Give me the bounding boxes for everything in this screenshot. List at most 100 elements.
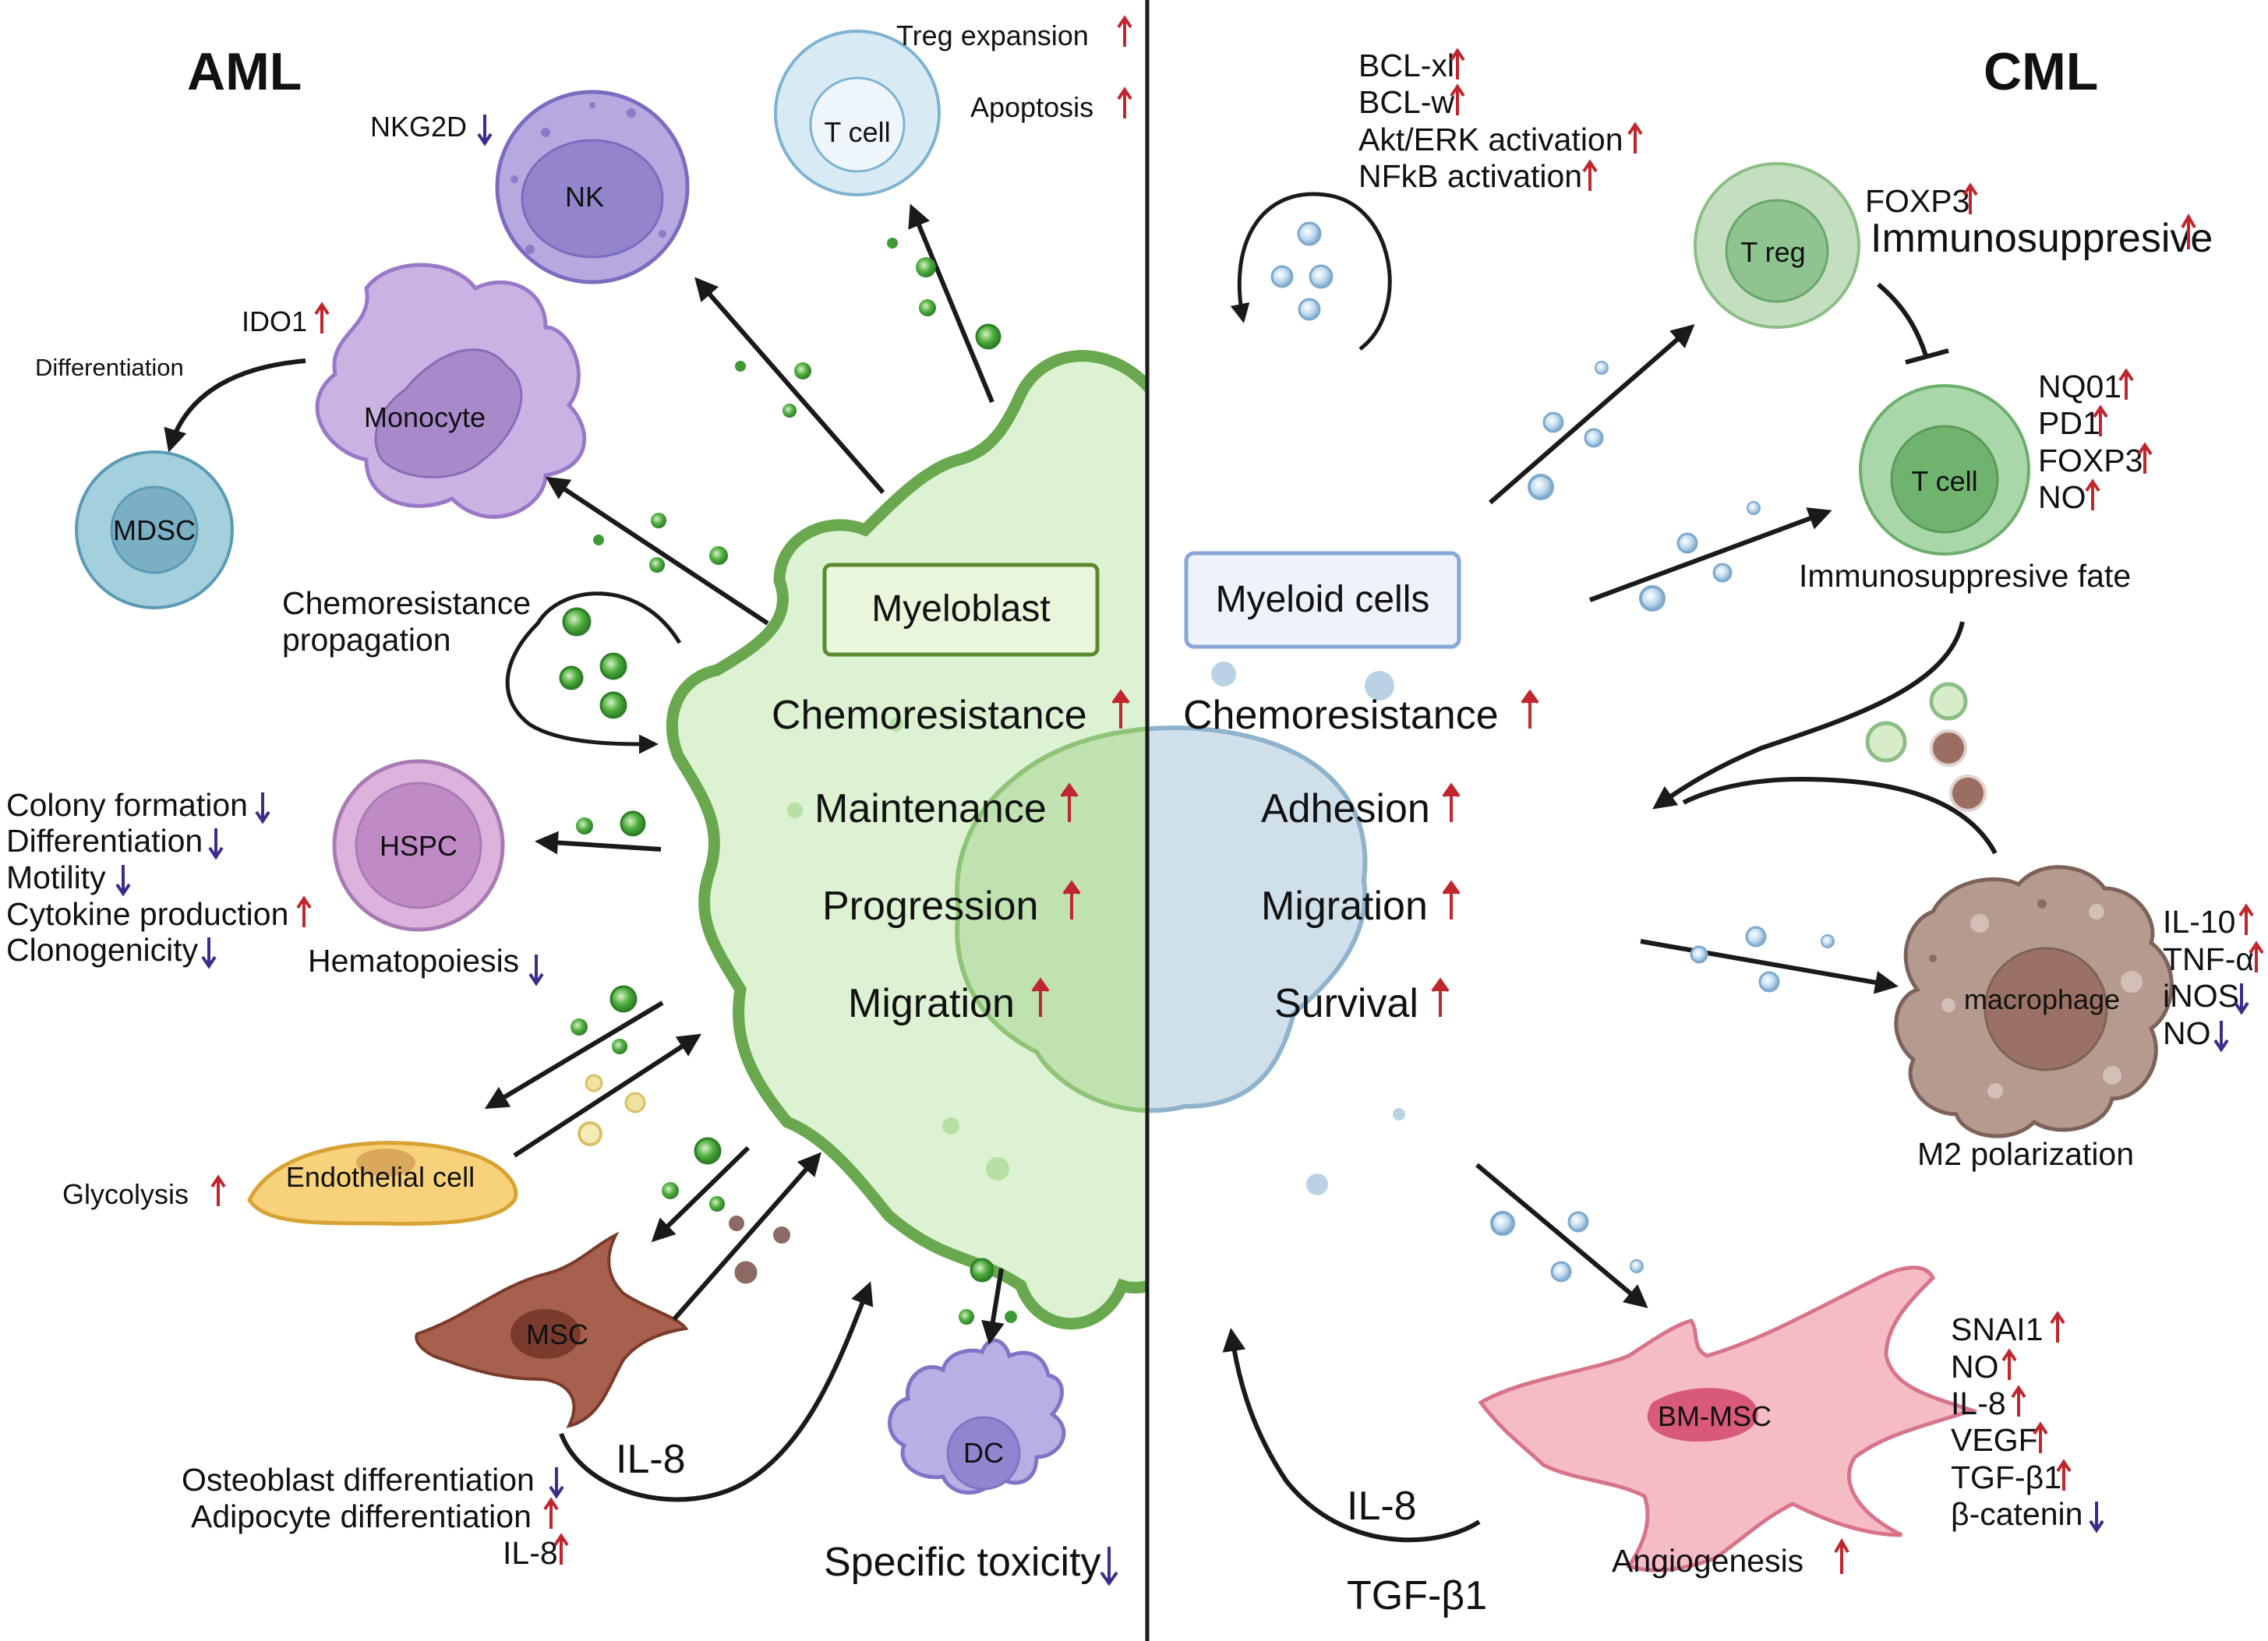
svg-text:FOXP3: FOXP3 [2038, 443, 2143, 478]
cml-header: CML [1984, 42, 2098, 101]
propagation-loop-arrow [505, 591, 682, 754]
foxp3-label: FOXP3 [1865, 183, 1969, 219]
cml-arrows [1475, 324, 1899, 1308]
svg-text:T cell: T cell [824, 116, 890, 148]
up-arrow [314, 302, 330, 333]
down-arrow [208, 828, 224, 860]
specific-toxicity-label: Specific toxicity [824, 1540, 1100, 1585]
aml-arrows [484, 203, 1005, 1345]
chemoresistance-propagation-label: propagation [282, 622, 451, 658]
up-arrow [1117, 15, 1132, 47]
svg-text:Adipocyte differentiation: Adipocyte differentiation [191, 1498, 532, 1534]
mdsc-cell: MDSC [75, 450, 234, 609]
svg-text:Adhesion: Adhesion [1261, 786, 1430, 831]
svg-text:T reg: T reg [1740, 236, 1805, 268]
svg-text:NFkB activation: NFkB activation [1358, 158, 1582, 194]
center-arrows [1031, 689, 1539, 1017]
up-arrow [2137, 442, 2153, 474]
svg-text:NQ01: NQ01 [2038, 369, 2121, 404]
svg-text:TNF-α: TNF-α [2163, 941, 2254, 977]
down-arrow [477, 115, 493, 146]
svg-text:BCL-xl: BCL-xl [1358, 48, 1454, 83]
up-arrow [2033, 1421, 2048, 1453]
glycolysis-label: Glycolysis [62, 1178, 189, 1210]
up-arrow [1031, 977, 1050, 1017]
cml-t-cell: T cell [1859, 384, 2030, 556]
down-arrow [2213, 1021, 2229, 1053]
svg-text:VEGF: VEGF [1951, 1422, 2038, 1458]
down-arrow [1100, 1547, 1118, 1586]
svg-text:Osteoblast differentiation: Osteoblast differentiation [182, 1462, 535, 1498]
il8-arrow-label: IL-8 [616, 1437, 686, 1482]
svg-text:NO: NO [2163, 1015, 2211, 1051]
svg-text:IL-8: IL-8 [1951, 1385, 2006, 1421]
up-arrow [1060, 782, 1079, 822]
svg-text:IL-10: IL-10 [2163, 904, 2235, 940]
up-arrow [553, 1533, 569, 1565]
up-arrow [1834, 1537, 1849, 1574]
ido1-label: IDO1 [242, 305, 307, 337]
msc-cell: MSC [415, 1231, 689, 1428]
m2-polarization-label: M2 polarization [1917, 1136, 2134, 1172]
up-arrow [1450, 83, 1465, 115]
bm-msc-cell: BM-MSC [1478, 1265, 1978, 1572]
svg-text:Progression: Progression [822, 884, 1038, 929]
immunosuppresive-fate-label: Immunosuppresive fate [1799, 558, 2131, 594]
svg-text:Colony formation: Colony formation [6, 787, 248, 823]
svg-text:Maintenance: Maintenance [814, 786, 1047, 831]
svg-text:macrophage: macrophage [1964, 983, 2120, 1015]
chemoresistance-propagation-label: Chemoresistance [282, 585, 531, 621]
aml-center-effects: Chemoresistance Maintenance Progression … [772, 693, 1087, 1026]
endothelial-cell: Endothelial cell [247, 1141, 518, 1226]
up-arrow [1582, 159, 1598, 191]
up-arrow [2085, 478, 2100, 510]
down-arrow [115, 865, 131, 897]
svg-text:HSPC: HSPC [380, 830, 457, 862]
autocrine-effects: BCL-xl BCL-w Akt/ERK activation NFkB act… [1358, 48, 1643, 194]
autocrine-vesicles [1270, 221, 1334, 321]
up-arrow [1962, 182, 1978, 214]
up-arrow [210, 1174, 226, 1206]
svg-text:PD1: PD1 [2038, 405, 2100, 441]
down-arrow [2089, 1502, 2104, 1533]
svg-text:Akt/ERK activation: Akt/ERK activation [1358, 122, 1623, 157]
macrophage-cell: macrophage [1894, 865, 2174, 1138]
up-arrow [1442, 782, 1461, 822]
myeloblast-label: Myeloblast [871, 588, 1050, 630]
down-arrow [528, 955, 544, 986]
up-arrow [2249, 940, 2264, 972]
up-arrow [1111, 689, 1130, 729]
down-arrow [2234, 983, 2249, 1015]
svg-text:T cell: T cell [1911, 465, 1977, 497]
svg-text:NK: NK [565, 181, 604, 213]
immunosuppresive-label: Immunosuppresive [1871, 216, 2213, 261]
myeloid-cells-label: Myeloid cells [1216, 579, 1430, 620]
up-arrow [1627, 122, 1643, 154]
macrophage-feedback-line [1682, 776, 1998, 855]
aml-t-cell: T cell [774, 30, 941, 196]
up-arrow [2056, 1459, 2072, 1491]
treg-expansion-label: Treg expansion [896, 19, 1089, 51]
cml-center-effects: Chemoresistance Adhesion Migration Survi… [1183, 693, 1499, 1026]
svg-text:Migration: Migration [1261, 884, 1428, 929]
up-arrow [2001, 1348, 2017, 1380]
hspc-cell: HSPC [332, 759, 505, 932]
svg-text:TGF-β1: TGF-β1 [1951, 1459, 2061, 1495]
svg-text:Chemoresistance: Chemoresistance [1183, 693, 1499, 738]
svg-text:Endothelial cell: Endothelial cell [286, 1161, 475, 1193]
up-arrow [1062, 880, 1081, 919]
myeloblast-box [822, 563, 1100, 657]
hematopoiesis-label: Hematopoiesis [308, 943, 519, 979]
svg-text:β-catenin: β-catenin [1951, 1496, 2083, 1532]
differentiation-arrow [164, 358, 306, 453]
up-arrow [1450, 48, 1465, 79]
differentiation-arrow-label: Differentiation [35, 354, 184, 381]
autocrine-loop-arrow [1230, 192, 1392, 351]
svg-text:Survival: Survival [1274, 981, 1418, 1026]
up-arrow [2011, 1385, 2026, 1417]
nk-cell: NK [495, 90, 690, 284]
angiogenesis-label: Angiogenesis [1612, 1543, 1803, 1579]
aml-header: AML [187, 42, 302, 101]
hspc-effects: Colony formation Differentiation Motilit… [6, 787, 312, 969]
svg-text:Motility: Motility [6, 859, 106, 895]
